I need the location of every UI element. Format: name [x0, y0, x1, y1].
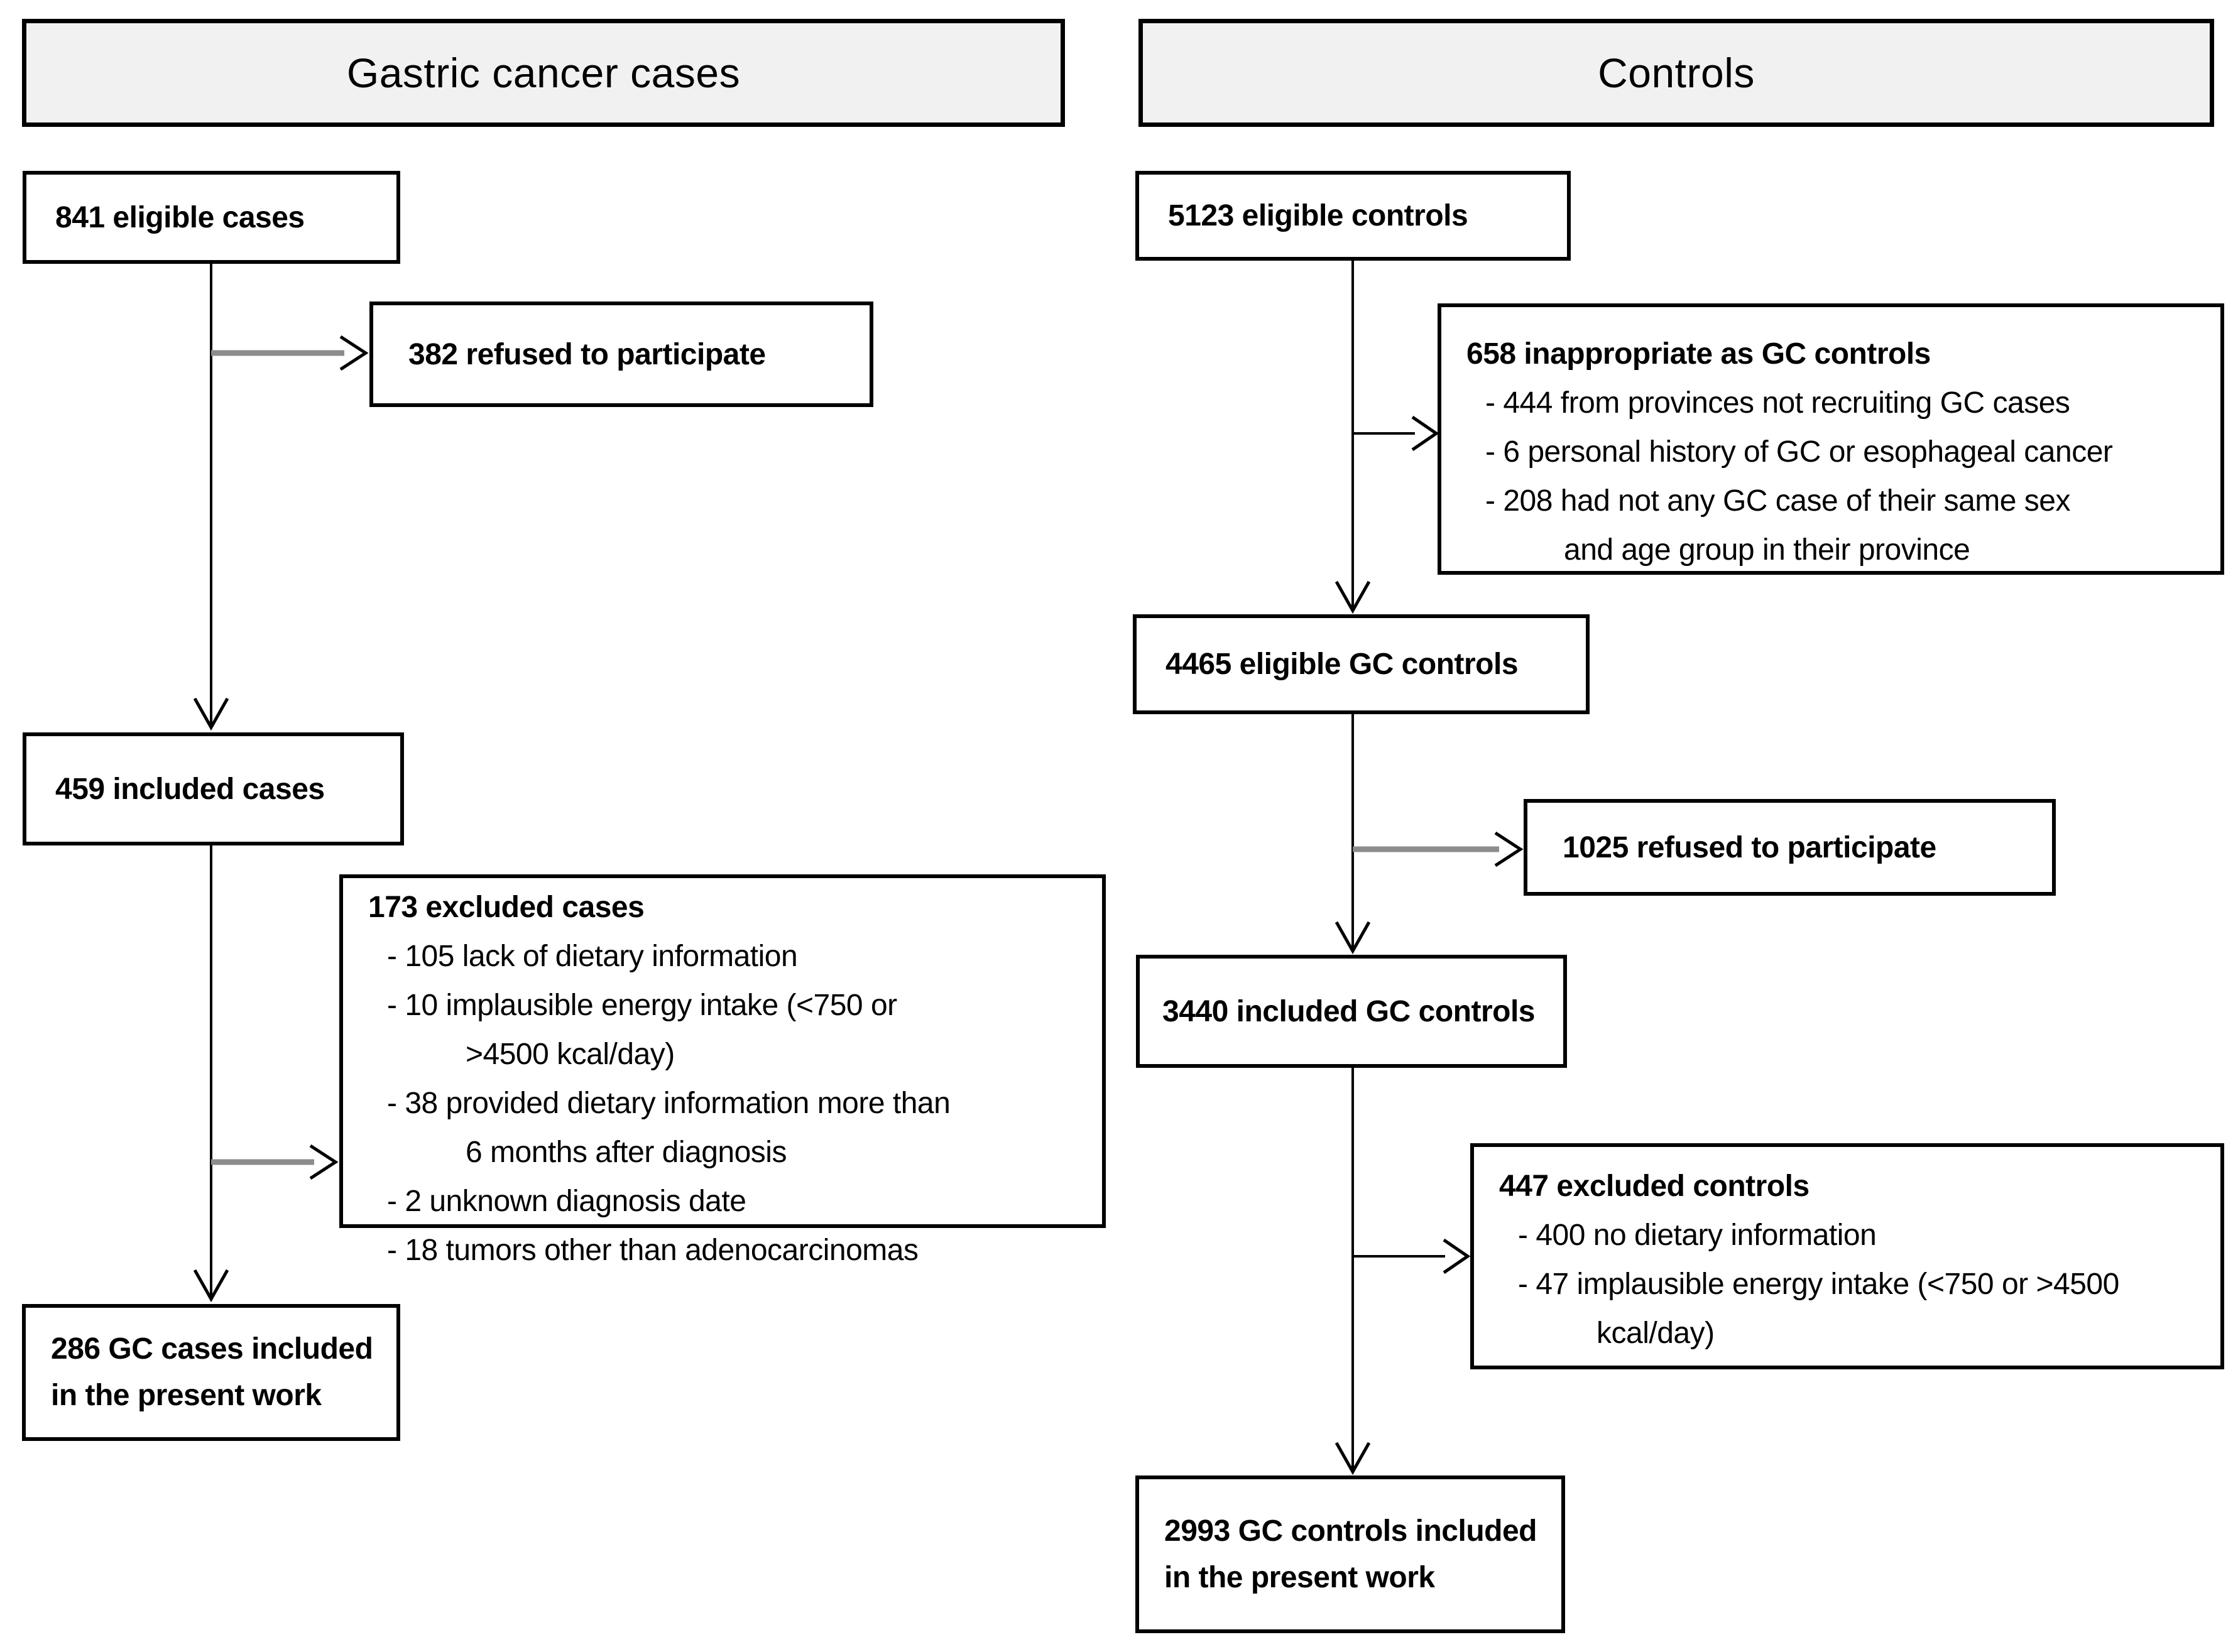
controls-header-label: Controls [1598, 50, 1755, 96]
final-cases-line: in the present work [51, 1379, 322, 1412]
box-refused-cases: 382 refused to participate [369, 302, 873, 407]
box-excluded-controls: 447 excluded controls - 400 no dietary i… [1470, 1143, 2224, 1369]
excluded-cases-line: - 2 unknown diagnosis date [387, 1185, 746, 1218]
eligible-gc-controls-label: 4465 eligible GC controls [1165, 648, 1519, 681]
refused-controls-label: 1025 refused to participate [1563, 830, 1936, 864]
cases-branch-excluded-arrowhead [309, 1144, 339, 1180]
final-cases-line: 286 GC cases included [51, 1332, 373, 1366]
controls-branch-excluded-arrowhead [1443, 1238, 1471, 1274]
box-inappropriate-controls: 658 inappropriate as GC controls - 444 f… [1438, 303, 2224, 575]
inappropriate-controls-line: - 444 from provinces not recruiting GC c… [1485, 386, 2070, 420]
controls-trunk-arrowhead-2 [1335, 921, 1371, 955]
final-controls-line: in the present work [1164, 1560, 1435, 1594]
final-controls-line: 2993 GC controls included [1164, 1514, 1537, 1548]
cases-header-label: Gastric cancer cases [346, 50, 741, 96]
box-final-cases: 286 GC cases included in the present wor… [22, 1304, 400, 1441]
box-eligible-gc-controls: 4465 eligible GC controls [1133, 614, 1590, 714]
box-excluded-cases: 173 excluded cases - 105 lack of dietary… [339, 874, 1106, 1267]
controls-trunk-arrowhead-3 [1335, 1442, 1371, 1475]
excluded-cases-title: 173 excluded cases [368, 891, 645, 924]
inappropriate-controls-title: 658 inappropriate as GC controls [1466, 337, 1931, 371]
excluded-controls-line: - 47 implausible energy intake (<750 or … [1518, 1268, 2119, 1301]
box-included-gc-controls: 3440 included GC controls [1136, 955, 1567, 1068]
included-cases-label: 459 included cases [55, 772, 325, 806]
cases-branch-refused-arrowhead [339, 335, 369, 371]
controls-branch-refused-arrowhead [1494, 831, 1524, 867]
excluded-cases-line: 6 months after diagnosis [466, 1136, 787, 1169]
included-gc-controls-label: 3440 included GC controls [1162, 994, 1535, 1028]
eligible-cases-label: 841 eligible cases [55, 200, 305, 234]
excluded-cases-line: - 105 lack of dietary information [387, 940, 798, 973]
controls-trunk-arrowhead-1 [1335, 580, 1371, 614]
eligible-controls-label: 5123 eligible controls [1168, 199, 1468, 232]
box-eligible-controls: 5123 eligible controls [1135, 171, 1571, 261]
inappropriate-controls-line: - 208 had not any GC case of their same … [1485, 484, 2071, 518]
box-included-cases: 459 included cases [23, 732, 404, 845]
controls-branch-inappropriate-arrowhead [1411, 415, 1439, 452]
excluded-cases-line: >4500 kcal/day) [466, 1038, 675, 1071]
excluded-cases-line: - 10 implausible energy intake (<750 or [387, 989, 897, 1022]
inappropriate-controls-line: - 6 personal history of GC or esophageal… [1485, 435, 2113, 469]
cases-column-header: Gastric cancer cases [22, 19, 1065, 127]
cases-trunk-arrowhead-2 [193, 1269, 229, 1303]
excluded-controls-title: 447 excluded controls [1499, 1170, 1810, 1203]
excluded-controls-line: kcal/day) [1597, 1317, 1715, 1350]
refused-cases-label: 382 refused to participate [408, 337, 766, 371]
box-eligible-cases: 841 eligible cases [23, 171, 400, 264]
inappropriate-controls-line: and age group in their province [1564, 533, 1970, 567]
excluded-cases-line: - 38 provided dietary information more t… [387, 1087, 951, 1120]
excluded-controls-line: - 400 no dietary information [1518, 1219, 1877, 1252]
box-refused-controls: 1025 refused to participate [1524, 799, 2056, 896]
controls-column-header: Controls [1138, 19, 2214, 127]
box-final-controls: 2993 GC controls included in the present… [1135, 1475, 1565, 1633]
cases-trunk-arrowhead-1 [193, 697, 229, 731]
excluded-cases-line: - 18 tumors other than adenocarcinomas [387, 1234, 919, 1267]
